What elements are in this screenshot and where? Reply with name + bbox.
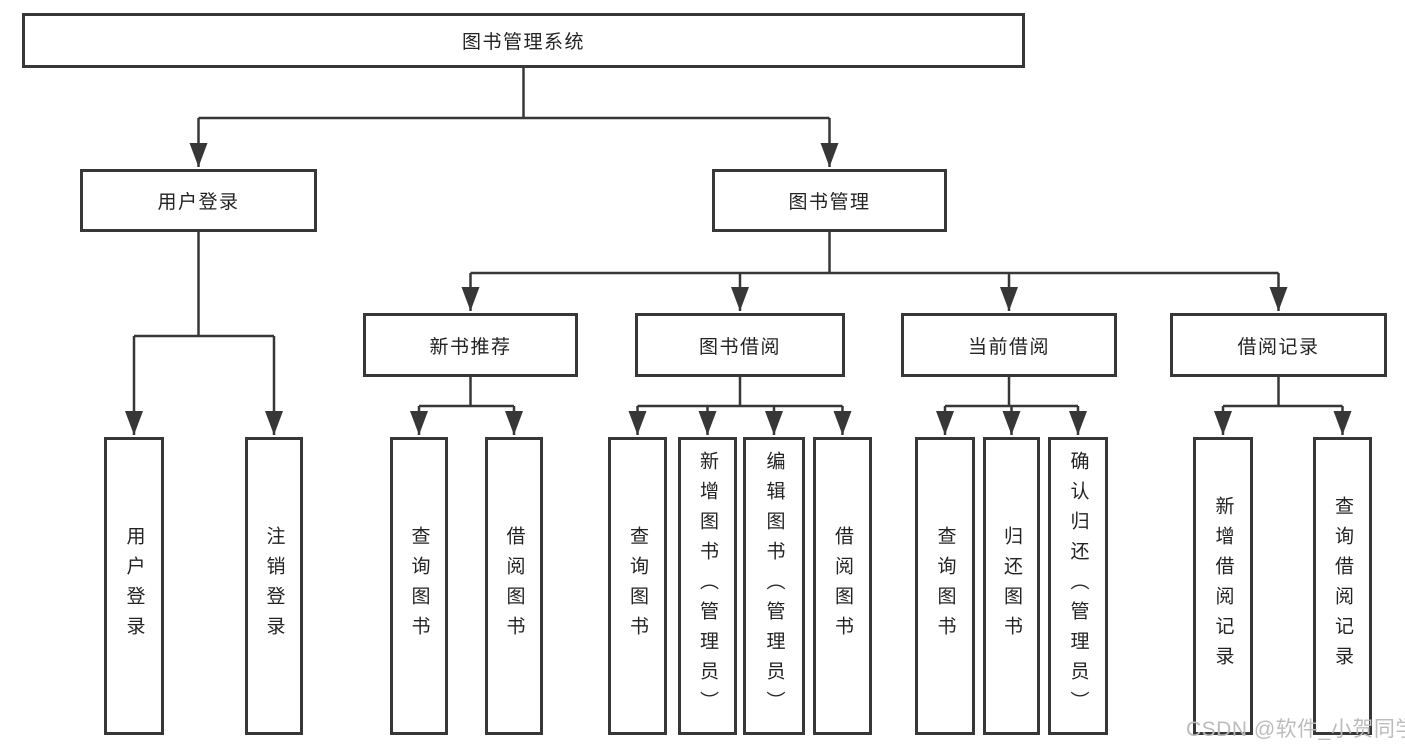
node-label: 归还图书: [1001, 526, 1022, 646]
node-book-borrowing: 图书借阅: [635, 313, 845, 377]
node-label: 查询借阅记录: [1332, 496, 1353, 676]
node-label: 查询图书: [408, 526, 430, 646]
node-label: 用户登录: [123, 526, 145, 646]
leaf-add-books-admin: 新增图书（管理员）: [678, 437, 737, 735]
node-label: 新书推荐: [429, 336, 512, 358]
node-label: 确认归还（管理员）: [1067, 451, 1089, 721]
node-label: 借阅图书: [832, 526, 853, 646]
node-label: 图书借阅: [698, 336, 781, 358]
leaf-borrow-books-recommend: 借阅图书: [485, 437, 543, 735]
node-label: 新增借阅记录: [1212, 496, 1234, 676]
tree-edges: [125, 68, 1352, 435]
leaf-query-books-current: 查询图书: [915, 437, 975, 735]
leaf-query-books-recommend: 查询图书: [390, 437, 448, 735]
node-user-login-branch: 用户登录: [80, 169, 317, 232]
node-label: 编辑图书（管理员）: [763, 451, 785, 721]
leaf-query-borrow-record: 查询借阅记录: [1313, 437, 1372, 735]
node-label: 查询图书: [627, 526, 648, 646]
node-system-root: 图书管理系统: [22, 13, 1025, 68]
node-label: 用户登录: [157, 192, 240, 213]
node-borrowing-records: 借阅记录: [1170, 313, 1387, 377]
csdn-watermark: CSDN @软件_小贺同学: [1186, 718, 1405, 741]
node-label: 借阅记录: [1237, 336, 1320, 358]
leaf-borrow-books: 借阅图书: [813, 437, 872, 735]
node-new-book-recommend: 新书推荐: [363, 313, 578, 377]
node-label: 图书管理系统: [461, 32, 585, 53]
node-label: 借阅图书: [503, 526, 525, 646]
node-current-borrowing: 当前借阅: [901, 313, 1117, 377]
leaf-return-books: 归还图书: [983, 437, 1040, 735]
node-label: 图书管理: [788, 192, 871, 213]
leaf-logout: 注销登录: [245, 437, 303, 735]
node-label: 当前借阅: [967, 336, 1050, 358]
leaf-confirm-return-admin: 确认归还（管理员）: [1048, 437, 1108, 735]
leaf-add-borrow-record: 新增借阅记录: [1193, 437, 1253, 735]
leaf-query-books-borrow: 查询图书: [608, 437, 667, 735]
node-label: 注销登录: [263, 526, 285, 646]
node-label: 查询图书: [934, 526, 956, 646]
node-book-management-branch: 图书管理: [712, 169, 947, 232]
leaf-edit-books-admin: 编辑图书（管理员）: [743, 437, 805, 735]
node-label: 新增图书（管理员）: [697, 451, 718, 721]
leaf-user-login: 用户登录: [104, 437, 164, 735]
